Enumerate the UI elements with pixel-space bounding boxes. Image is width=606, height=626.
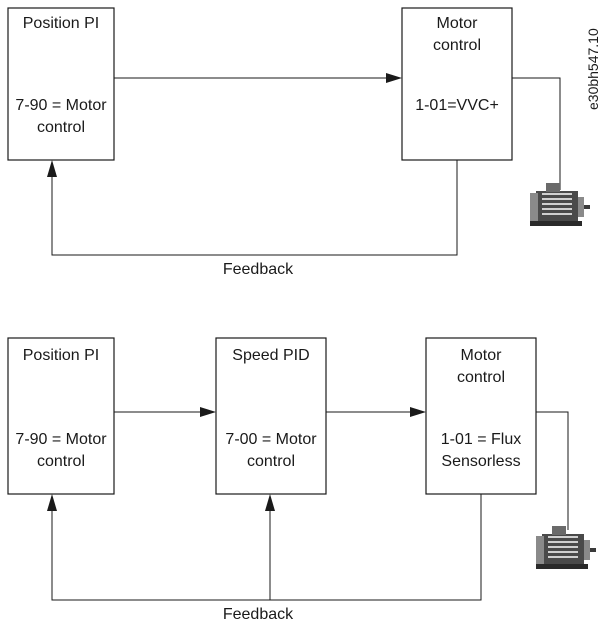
arrow-right-icon xyxy=(200,407,216,417)
block-param: 7-90 = Motor xyxy=(15,97,107,114)
block-param: 1-01=VVC+ xyxy=(415,97,499,114)
arrow-right-icon xyxy=(386,73,402,83)
block-title: Position PI xyxy=(23,347,99,364)
position-pi-block xyxy=(7,7,115,161)
diagram-2: Position PI 7-90 = Motor control Speed P… xyxy=(7,337,596,623)
arrow-right-icon xyxy=(410,407,426,417)
block-param: 7-90 = Motor xyxy=(15,431,107,448)
motor-control-block xyxy=(401,7,513,161)
block-param: control xyxy=(37,453,85,470)
feedback-wire xyxy=(51,494,482,601)
motor-wire xyxy=(536,411,569,530)
feedback-wire xyxy=(51,160,458,256)
motor-wire xyxy=(512,77,561,190)
diagram-1: Position PI 7-90 = Motor control Motor c… xyxy=(7,7,590,278)
block-param: 7-00 = Motor xyxy=(225,431,317,448)
speed-pid-block xyxy=(215,337,327,495)
block-param: 1-01 = Flux xyxy=(441,431,521,448)
arrow-up-icon xyxy=(265,494,275,511)
block-title: control xyxy=(433,37,481,54)
block-title: Motor xyxy=(437,15,479,32)
block-title: Motor xyxy=(461,347,503,364)
block-title: control xyxy=(457,369,505,386)
motor-control-block xyxy=(425,337,537,495)
feedback-label: Feedback xyxy=(223,261,294,278)
arrow-up-icon xyxy=(47,160,57,177)
block-title: Speed PID xyxy=(232,347,309,364)
arrow-up-icon xyxy=(47,494,57,511)
block-param: Sensorless xyxy=(441,453,520,470)
electric-motor-icon xyxy=(536,526,596,569)
electric-motor-icon xyxy=(530,183,590,226)
block-param: control xyxy=(37,119,85,136)
block-title: Position PI xyxy=(23,15,99,32)
block-param: control xyxy=(247,453,295,470)
feedback-label: Feedback xyxy=(223,606,294,623)
position-pi-block xyxy=(7,337,115,495)
figure-id: e30bh547.10 xyxy=(585,28,601,110)
